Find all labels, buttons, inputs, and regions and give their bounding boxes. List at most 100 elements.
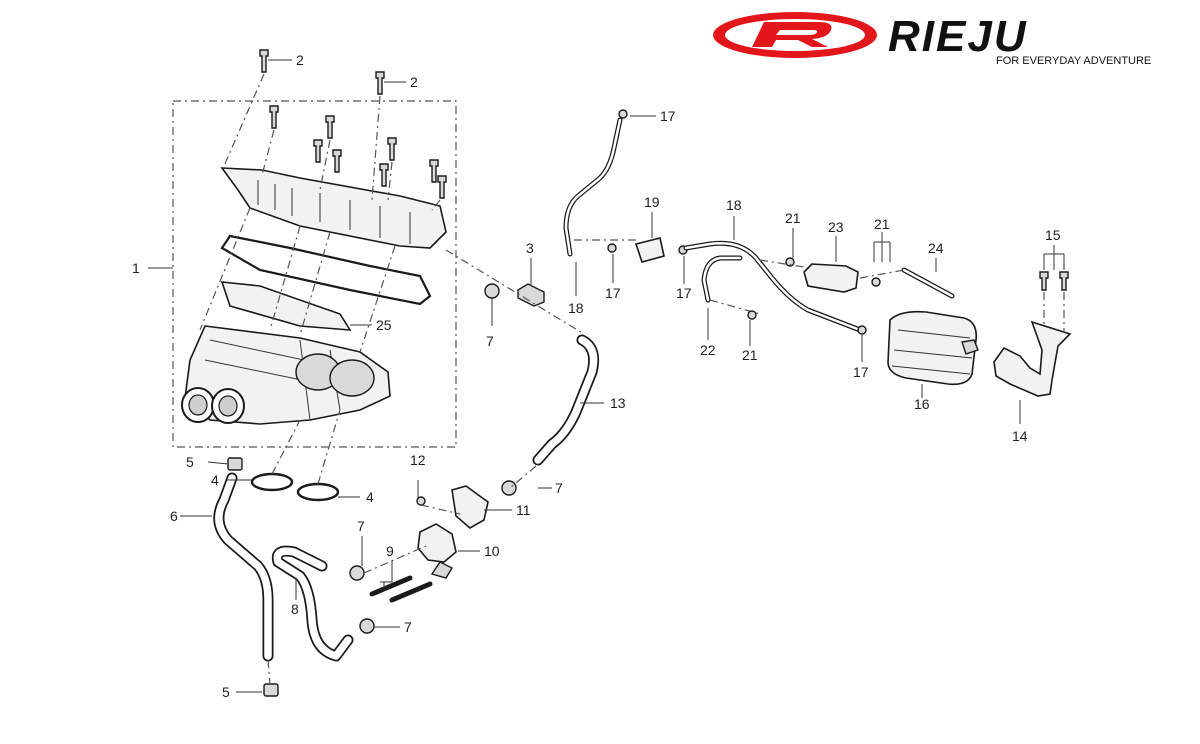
- clamp-7-mid: [349, 565, 365, 581]
- callout-2b: 2: [410, 74, 418, 90]
- fitting-assembly-line: [445, 249, 585, 335]
- callout-3: 3: [526, 240, 534, 256]
- leader-lines: [148, 59, 1065, 628]
- canister-16-bands: [891, 329, 973, 375]
- hose-22-inner: [702, 256, 742, 302]
- callout-14: 14: [1012, 428, 1028, 444]
- bolt: [269, 105, 279, 129]
- air-box-housing-detail: [204, 339, 361, 421]
- air-box-cover: [220, 167, 447, 249]
- logo-wordmark: RIEJU: [888, 12, 1028, 61]
- bolt-part-9b: [389, 581, 433, 603]
- hose-6-inner: [215, 474, 272, 660]
- callout-9: 9: [386, 543, 394, 559]
- callout-21a: 21: [785, 210, 801, 226]
- hose-18-right-inner: [684, 242, 862, 332]
- callout-2a: 2: [296, 52, 304, 68]
- clip-21-dash: [759, 259, 811, 269]
- intake-trumpet-right-inner: [218, 395, 238, 417]
- bolt-part-15a: [1039, 271, 1049, 291]
- clip-17-left: [607, 243, 617, 253]
- rieju-logo: RIEJU FOR EVERYDAY ADVENTURE: [713, 12, 1151, 67]
- hose-8-inner: [273, 547, 352, 660]
- callout-16: 16: [914, 396, 930, 412]
- clip-21-lower: [747, 310, 757, 320]
- callout-1: 1: [132, 260, 140, 276]
- filter-part-23: [803, 263, 859, 293]
- solenoid-part-19: [634, 237, 665, 263]
- bolt: [375, 71, 385, 95]
- callout-25: 25: [376, 317, 392, 333]
- clamp-7-right: [501, 480, 517, 496]
- callout-4b: 4: [366, 489, 374, 505]
- callout-17c: 17: [676, 285, 692, 301]
- clamp-left: [250, 472, 294, 492]
- callout-23: 23: [828, 219, 844, 235]
- bolt: [332, 149, 342, 173]
- hose-13: [532, 334, 600, 466]
- callout-7c: 7: [357, 518, 365, 534]
- callout-19: 19: [644, 194, 660, 210]
- hose-18-left-inner: [564, 118, 622, 256]
- clip-21-right: [871, 277, 881, 287]
- callout-4a: 4: [211, 472, 219, 488]
- bracket-part-11: [451, 485, 489, 529]
- callout-7a: 7: [486, 333, 494, 349]
- callout-7d: 7: [404, 619, 412, 635]
- outlet-boot-right: [329, 359, 375, 397]
- callout-22: 22: [700, 342, 716, 358]
- callout-5a: 5: [186, 454, 194, 470]
- bolt-part-15b: [1059, 271, 1069, 291]
- callout-17a: 17: [660, 108, 676, 124]
- bolt: [437, 175, 447, 199]
- callout-15: 15: [1045, 227, 1061, 243]
- bracket-part-14: [993, 320, 1072, 397]
- canister-nozzle: [961, 339, 979, 355]
- bolt: [313, 139, 323, 163]
- hose-6-lower-line: [267, 659, 271, 685]
- valve-assembly-lines: [363, 504, 461, 574]
- callout-18b: 18: [726, 197, 742, 213]
- callout-18a: 18: [568, 300, 584, 316]
- bolt-part-9a: [369, 575, 413, 597]
- callout-13: 13: [610, 395, 626, 411]
- bolts-part-2: [259, 49, 447, 199]
- canister-16: [887, 310, 978, 386]
- clamp-7-bottom: [359, 618, 375, 634]
- clip-21-upper: [785, 257, 795, 267]
- bolt: [325, 115, 335, 139]
- clamp-right: [296, 482, 340, 502]
- clamp-assembly-lines: [271, 409, 341, 485]
- valve-part-10: [417, 523, 457, 563]
- air-box-cover-ribs: [257, 180, 411, 244]
- callout-5b: 5: [222, 684, 230, 700]
- bracket-assembly-lines: [1043, 292, 1065, 332]
- bolt: [429, 159, 439, 183]
- clip-17-right: [857, 325, 867, 335]
- hose-13-dash: [509, 465, 537, 489]
- fitting-part-3: [517, 283, 545, 307]
- assembly-outline-box: [172, 100, 457, 448]
- callout-21b: 21: [742, 347, 758, 363]
- callout-21c: 21: [874, 216, 890, 232]
- clip-17-top: [618, 109, 628, 119]
- bolt: [259, 49, 269, 73]
- logo-tagline: FOR EVERYDAY ADVENTURE: [996, 55, 1151, 67]
- air-filter-element: [220, 281, 352, 331]
- callout-17b: 17: [605, 285, 621, 301]
- air-box-gasket: [220, 234, 432, 306]
- callout-24: 24: [928, 240, 944, 256]
- bolt-assembly-lines: [199, 73, 441, 353]
- valve-outlet: [430, 561, 453, 579]
- hose-24-dash: [859, 269, 905, 279]
- intake-trumpet-left-inner: [188, 394, 208, 416]
- clip-upper: [227, 457, 243, 471]
- air-box-assembly: [181, 167, 447, 425]
- hose-18-left: [563, 117, 623, 257]
- bolt: [387, 137, 397, 161]
- clamp-7-top: [484, 283, 500, 299]
- callout-11: 11: [516, 502, 531, 518]
- callout-7b: 7: [555, 480, 563, 496]
- hose-24-inner: [902, 268, 954, 298]
